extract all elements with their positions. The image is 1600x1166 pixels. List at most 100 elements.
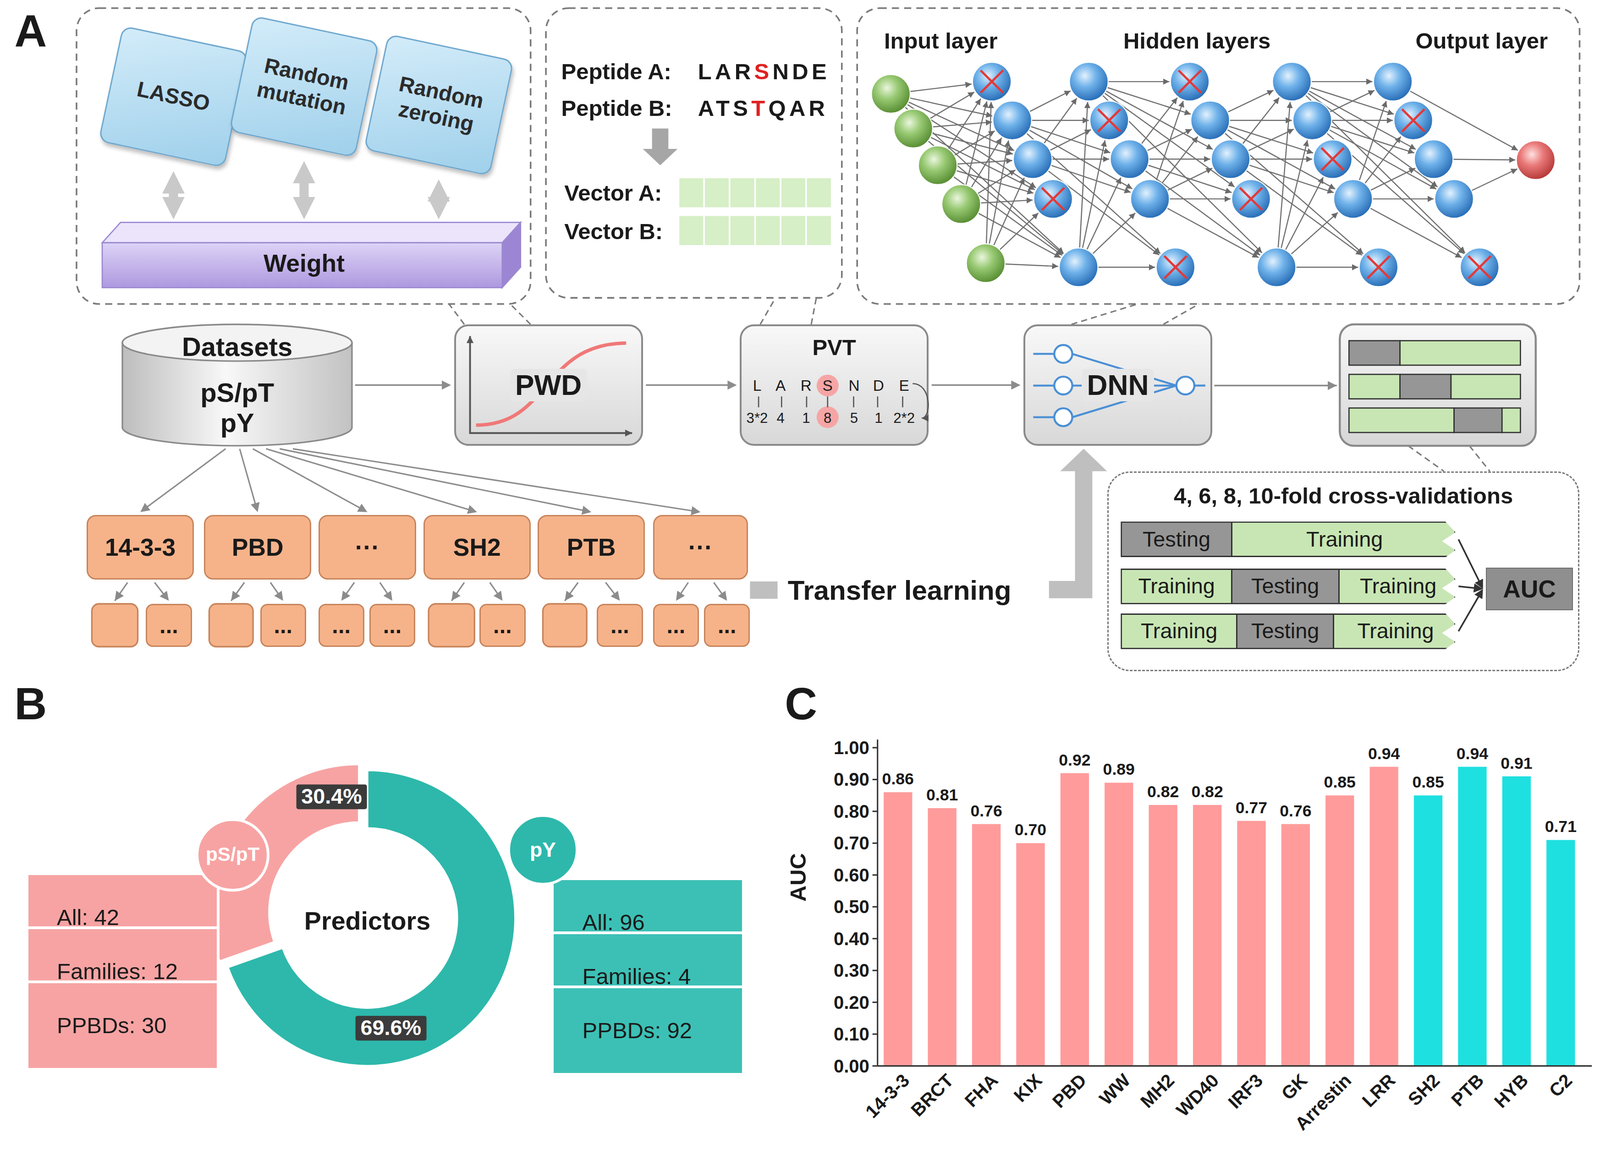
bar-top xyxy=(102,222,521,243)
vector-cell xyxy=(729,177,756,209)
mapping-tick xyxy=(827,396,829,408)
label-text: KIX xyxy=(1009,1070,1047,1107)
node-text: Testing xyxy=(1121,522,1232,556)
label-text: 0.82 xyxy=(1147,782,1179,802)
diagram-box: ... xyxy=(596,604,643,648)
connector-arrow xyxy=(1458,595,1480,632)
label-text: C xyxy=(784,678,818,731)
connector-arrow xyxy=(239,449,256,506)
axis-tick xyxy=(872,810,878,813)
dropout-mark xyxy=(1402,109,1425,132)
node-text: Training xyxy=(1339,570,1456,604)
label-text: 14-3-3 xyxy=(861,1070,914,1123)
vector-cell xyxy=(678,177,705,209)
dropout-mark xyxy=(1178,70,1201,94)
icon-link xyxy=(1033,384,1055,387)
label-text: FHA xyxy=(960,1070,1002,1112)
network-link xyxy=(1471,169,1518,191)
node-text: Training xyxy=(1121,615,1238,649)
label-text: Predictors xyxy=(304,906,431,936)
diagram-box: ... xyxy=(145,604,192,648)
label-text: 0.70 xyxy=(1014,820,1047,840)
bar xyxy=(1546,840,1575,1067)
diagram-box: Random mutation xyxy=(228,15,380,159)
connector-arrow xyxy=(434,197,444,202)
connector-arrow xyxy=(168,189,178,202)
bar xyxy=(1281,824,1310,1067)
connector-arrow xyxy=(645,384,730,387)
bar xyxy=(1193,805,1222,1067)
bar xyxy=(1060,773,1089,1067)
mapping-tick xyxy=(852,396,855,408)
node-text: ... xyxy=(331,612,351,639)
dropout-mark xyxy=(1098,109,1121,132)
connector-arrow xyxy=(279,449,584,512)
x-axis xyxy=(877,1065,1592,1067)
label-text: WD40 xyxy=(1171,1070,1223,1122)
dropout-mark xyxy=(1367,256,1390,279)
label-text: 0.81 xyxy=(926,786,958,805)
neuron xyxy=(1156,247,1196,287)
network-link xyxy=(1092,213,1136,254)
diagram-box: ... xyxy=(479,604,526,648)
neuron xyxy=(1414,139,1454,179)
node-text: pY xyxy=(529,838,556,862)
dropout-mark xyxy=(1239,187,1263,211)
vector-cell xyxy=(755,177,781,209)
node-text: Testing xyxy=(1232,570,1340,604)
label-text: 0.20 xyxy=(833,992,870,1014)
node-text: Testing xyxy=(1237,615,1335,649)
neuron xyxy=(871,74,911,114)
axis-tick xyxy=(872,938,878,940)
label-text: 0.94 xyxy=(1368,744,1400,764)
label-text: 0.50 xyxy=(833,896,870,918)
fold-bar: TrainingTestingTraining xyxy=(1120,568,1456,605)
neuron xyxy=(1257,247,1297,287)
label-text: Peptide A: xyxy=(561,58,672,85)
highlight-letter: T xyxy=(751,95,769,121)
dropout-mark xyxy=(1321,148,1344,171)
node-text: Random mutation xyxy=(245,51,363,123)
label-text: Input layer xyxy=(884,27,998,54)
node-text: PTB xyxy=(566,533,616,562)
axis-tick xyxy=(872,779,878,781)
label-text: 1.00 xyxy=(833,737,870,759)
connector-arrow xyxy=(265,449,470,511)
vector-cell xyxy=(678,215,705,247)
label-text: E xyxy=(898,376,909,395)
network-link xyxy=(1098,266,1156,268)
label-text: AUC xyxy=(785,853,811,902)
neuron xyxy=(1059,247,1099,287)
fold-segment xyxy=(1348,374,1400,399)
fold-segment xyxy=(1454,408,1503,433)
icon-neuron xyxy=(1176,376,1195,395)
subfamily-box xyxy=(542,604,587,648)
callout-leader xyxy=(1071,303,1139,325)
plot-axes xyxy=(469,336,633,434)
axis-tick xyxy=(872,906,878,908)
node-text: Random zeroing xyxy=(379,69,498,141)
vector-cell xyxy=(755,215,781,247)
neuron xyxy=(1516,140,1556,180)
dropout-mark xyxy=(980,70,1004,94)
node-text: LASSO xyxy=(134,76,213,117)
axis-tick xyxy=(872,1001,878,1004)
dropout-mark xyxy=(980,70,1004,94)
network-link xyxy=(1370,168,1416,191)
dropout-mark xyxy=(1098,109,1121,132)
dropout-mark xyxy=(1041,187,1065,211)
bar xyxy=(927,808,957,1067)
label-text: BRCT xyxy=(906,1070,958,1122)
dropout-mark xyxy=(1041,187,1065,211)
connector-arrow xyxy=(252,449,362,509)
label-text: 0.10 xyxy=(833,1023,870,1045)
flow-arrow xyxy=(451,582,465,601)
fold-bar: TrainingTestingTraining xyxy=(1120,613,1456,650)
node-text: Training xyxy=(1232,522,1456,556)
vector-cell xyxy=(729,215,756,247)
dropout-mark xyxy=(1367,256,1390,279)
label-text: 5 xyxy=(850,410,858,427)
encode-arrow xyxy=(643,128,678,166)
network-link xyxy=(993,177,1025,246)
subfamily-box xyxy=(208,604,253,648)
